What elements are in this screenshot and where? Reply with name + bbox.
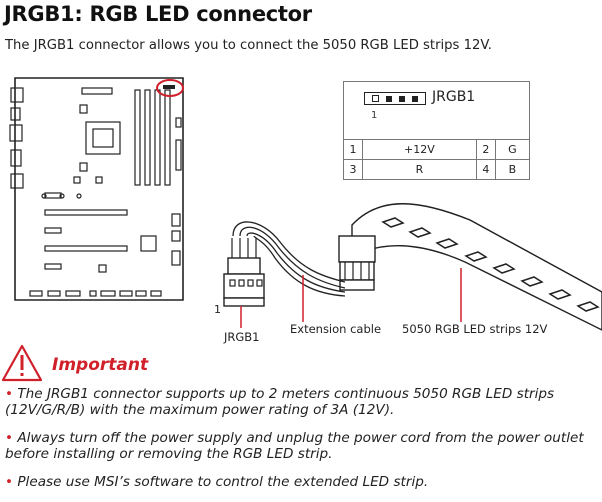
pin-number: 3 [343, 159, 363, 180]
motherboard-components [9, 87, 182, 297]
page-title: JRGB1: RGB LED connector [4, 2, 312, 26]
intro-text: The JRGB1 connector allows you to connec… [5, 38, 492, 53]
pin-number: 2 [475, 139, 496, 160]
pin-signal: G [494, 139, 531, 160]
important-notes: • The JRGB1 connector supports up to 2 m… [5, 386, 599, 502]
pin-number: 4 [475, 159, 496, 180]
list-item: • Always turn off the power supply and u… [5, 430, 584, 462]
strip-connector [338, 235, 376, 291]
important-heading: Important [52, 355, 149, 375]
table-row: 1 +12V 2 G [343, 139, 531, 160]
pinout-table: 1 +12V 2 G 3 R 4 B [343, 139, 531, 180]
led-strip [351, 203, 602, 331]
bullet-icon: • [5, 474, 14, 490]
connector-icon [364, 92, 426, 105]
pinout-header: JRGB1 1 [343, 81, 530, 139]
jrgb1-highlight [156, 79, 184, 97]
list-item: • Please use MSI’s software to control t… [5, 474, 429, 490]
extension-cable [232, 221, 346, 297]
motherboard-outline [14, 77, 184, 301]
bullet-icon: • [5, 430, 14, 446]
pin-signal: B [494, 159, 531, 180]
table-row: 3 R 4 B [343, 159, 531, 180]
pin-number: 1 [343, 139, 363, 160]
bullet-icon: • [5, 386, 14, 402]
label-extension-cable: Extension cable [290, 322, 382, 336]
pin-signal: +12V [362, 139, 477, 160]
label-jrgb1: JRGB1 [224, 330, 260, 344]
connector-name: JRGB1 [432, 89, 476, 105]
label-led-strip: 5050 RGB LED strips 12V [402, 322, 548, 336]
pin-one-label: 1 [371, 110, 378, 121]
pin-one-marker: 1 [214, 303, 221, 316]
pin-signal: R [362, 159, 477, 180]
list-item: • The JRGB1 connector supports up to 2 m… [5, 386, 555, 418]
